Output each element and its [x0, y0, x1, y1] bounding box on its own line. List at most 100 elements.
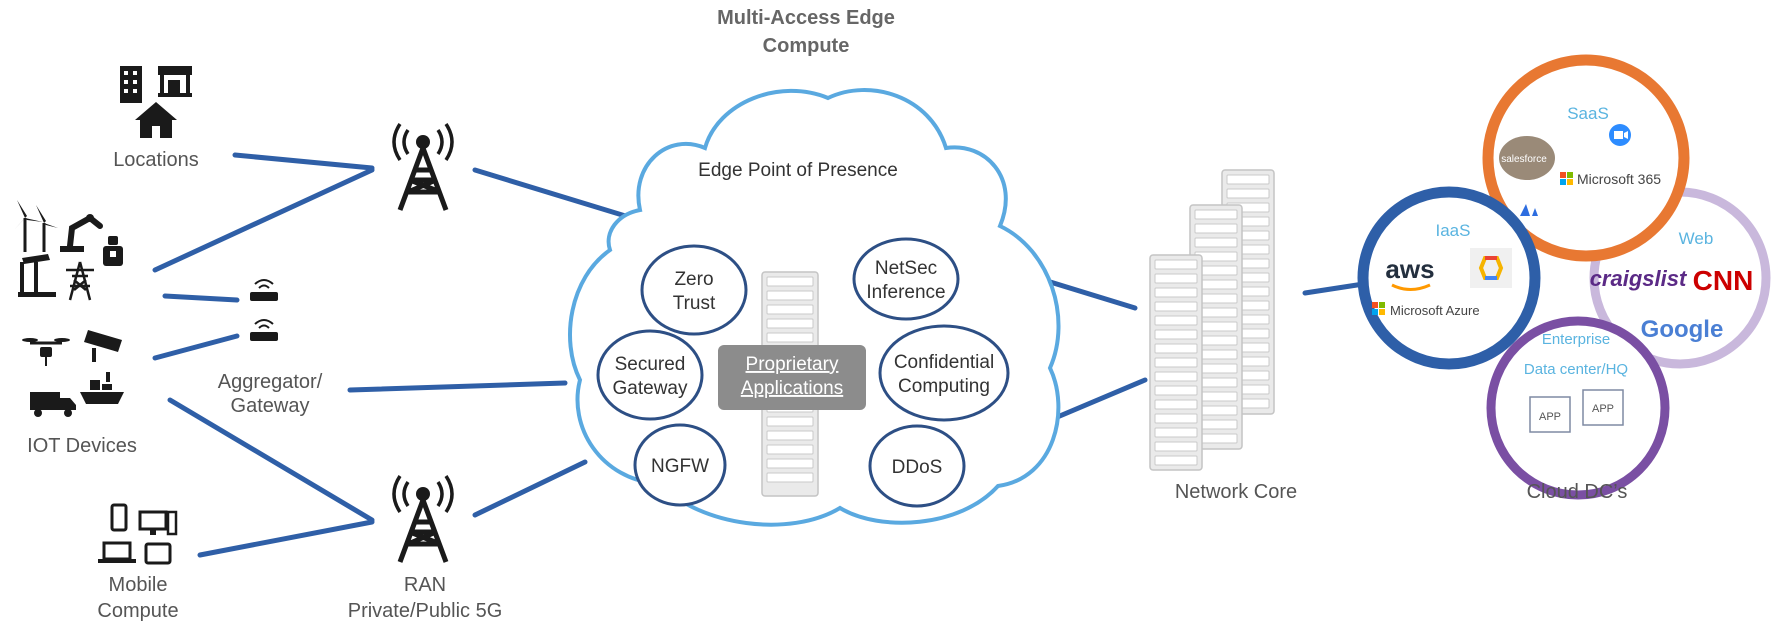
saas-circle: SaaS salesforce zoom Microsoft 365 — [1482, 54, 1690, 262]
saas-label: SaaS — [1567, 104, 1609, 123]
diagram-title-line1: Multi-Access Edge — [717, 7, 895, 29]
desktop-icon — [138, 510, 178, 536]
secured-gateway-circle: Secured Gateway — [596, 329, 704, 421]
rack-slot — [1154, 343, 1198, 354]
rack-slot — [1194, 209, 1238, 220]
rack-slot — [1154, 315, 1198, 326]
enterprise-sublabel: Data center/HQ — [1524, 361, 1628, 378]
secured-gateway-line2: Gateway — [613, 378, 688, 399]
ran-label-line2: Private/Public 5G — [348, 600, 503, 622]
google-cloud-icon — [1470, 248, 1512, 288]
rack-slot — [1154, 427, 1198, 438]
rack-slot — [1226, 174, 1270, 185]
rack-slot — [766, 318, 814, 329]
rack-slot — [1154, 441, 1198, 452]
ngfw-label: NGFW — [651, 456, 709, 477]
enterprise-label: Enterprise — [1542, 331, 1610, 348]
app-box — [1529, 396, 1571, 433]
salesforce-text: salesforce — [1501, 154, 1547, 165]
ngfw-circle: NGFW — [633, 423, 727, 507]
proprietary-applications: Proprietary Applications — [718, 345, 866, 410]
iaas-circle-ring — [1357, 186, 1541, 370]
zero-trust-line2: Trust — [673, 293, 716, 314]
rack-slot — [1154, 273, 1198, 284]
ship-icon — [80, 372, 124, 404]
rack-slot — [766, 290, 814, 301]
cnn-logo: CNN — [1693, 265, 1754, 296]
connection-lines — [152, 152, 1373, 558]
microsoft-azure-logo: Microsoft Azure — [1372, 302, 1480, 318]
azure-icon — [1520, 204, 1538, 216]
aggregator-label-line1: Aggregator/ — [218, 371, 323, 393]
app-label: APP — [1592, 403, 1614, 415]
truck-icon — [30, 392, 76, 417]
rack-slot — [1154, 399, 1198, 410]
rack-slot — [766, 332, 814, 343]
craigslist-logo: craigslist — [1590, 266, 1688, 291]
proprietary-label-line1: Proprietary — [746, 354, 839, 375]
google-logo: Google — [1641, 316, 1724, 343]
microsoft365-text: Microsoft 365 — [1577, 171, 1661, 187]
rack-slot — [1154, 329, 1198, 340]
diagram-title-line2: Compute — [763, 35, 850, 57]
netsec-line1: NetSec — [875, 258, 937, 279]
ran-label-line1: RAN — [404, 574, 446, 596]
iaas-circle: IaaS aws Microsoft Azure — [1357, 186, 1541, 370]
app-label: APP — [1539, 411, 1561, 423]
rack-slot — [766, 276, 814, 287]
locations-label: Locations — [113, 149, 199, 171]
enterprise-circle: Enterprise Data center/HQ APP APP — [1486, 316, 1670, 500]
secured-gateway-line1: Secured — [615, 354, 686, 375]
router-icon — [250, 279, 278, 301]
rack-slot — [1154, 371, 1198, 382]
netsec-inference-circle: NetSec Inference — [852, 237, 960, 321]
server-rack-icon — [1149, 254, 1203, 471]
robot-arm-icon — [60, 214, 103, 252]
building-icon — [120, 66, 142, 103]
cell-tower-icon — [392, 123, 454, 211]
power-tower-icon — [66, 261, 94, 301]
web-label: Web — [1679, 229, 1714, 248]
netsec-line2: Inference — [866, 282, 945, 303]
rack-slot — [766, 472, 814, 483]
rack-slot — [1154, 287, 1198, 298]
house-icon — [135, 102, 177, 138]
zero-trust-circle: Zero Trust — [640, 244, 748, 336]
rack-slot — [1154, 357, 1198, 368]
salesforce-logo: salesforce — [1499, 136, 1555, 180]
router-icon — [250, 319, 278, 341]
rack-slot — [1194, 237, 1238, 248]
phone-icon — [110, 503, 128, 532]
camera-icon — [84, 330, 122, 362]
proprietary-label-line2: Applications — [741, 378, 843, 399]
mobile-label-line1: Mobile — [109, 574, 168, 596]
rack-slot — [1154, 301, 1198, 312]
cell-tower-icon — [392, 475, 454, 563]
cloud-dcs-label: Cloud DC’s — [1527, 481, 1628, 503]
store-icon — [158, 66, 192, 97]
confidential-line2: Computing — [898, 376, 990, 397]
confidential-line1: Confidential — [894, 352, 994, 373]
server-rack-icon — [1189, 204, 1243, 450]
app-box — [1582, 389, 1624, 426]
tablet-icon — [144, 542, 172, 565]
iot-devices-label: IOT Devices — [27, 435, 137, 457]
rack-slot — [766, 458, 814, 469]
drone-icon — [22, 338, 70, 366]
enterprise-circle-ring — [1486, 316, 1670, 500]
mobile-label-line2: Compute — [97, 600, 178, 622]
network-core-label: Network Core — [1175, 481, 1297, 503]
zero-trust-line1: Zero — [674, 269, 713, 290]
craigslist-text: craigslist — [1590, 266, 1688, 291]
rack-slot — [1154, 455, 1198, 466]
rack-slot — [1154, 385, 1198, 396]
aws-text: aws — [1385, 254, 1434, 284]
confidential-computing-circle: Confidential Computing — [878, 324, 1010, 422]
network-core-racks — [1149, 169, 1275, 471]
rack-slot — [766, 304, 814, 315]
iaas-label: IaaS — [1436, 221, 1471, 240]
microsoft365-logo: Microsoft 365 — [1556, 147, 1661, 187]
ddos-label: DDoS — [892, 457, 943, 478]
rack-slot — [1154, 413, 1198, 424]
